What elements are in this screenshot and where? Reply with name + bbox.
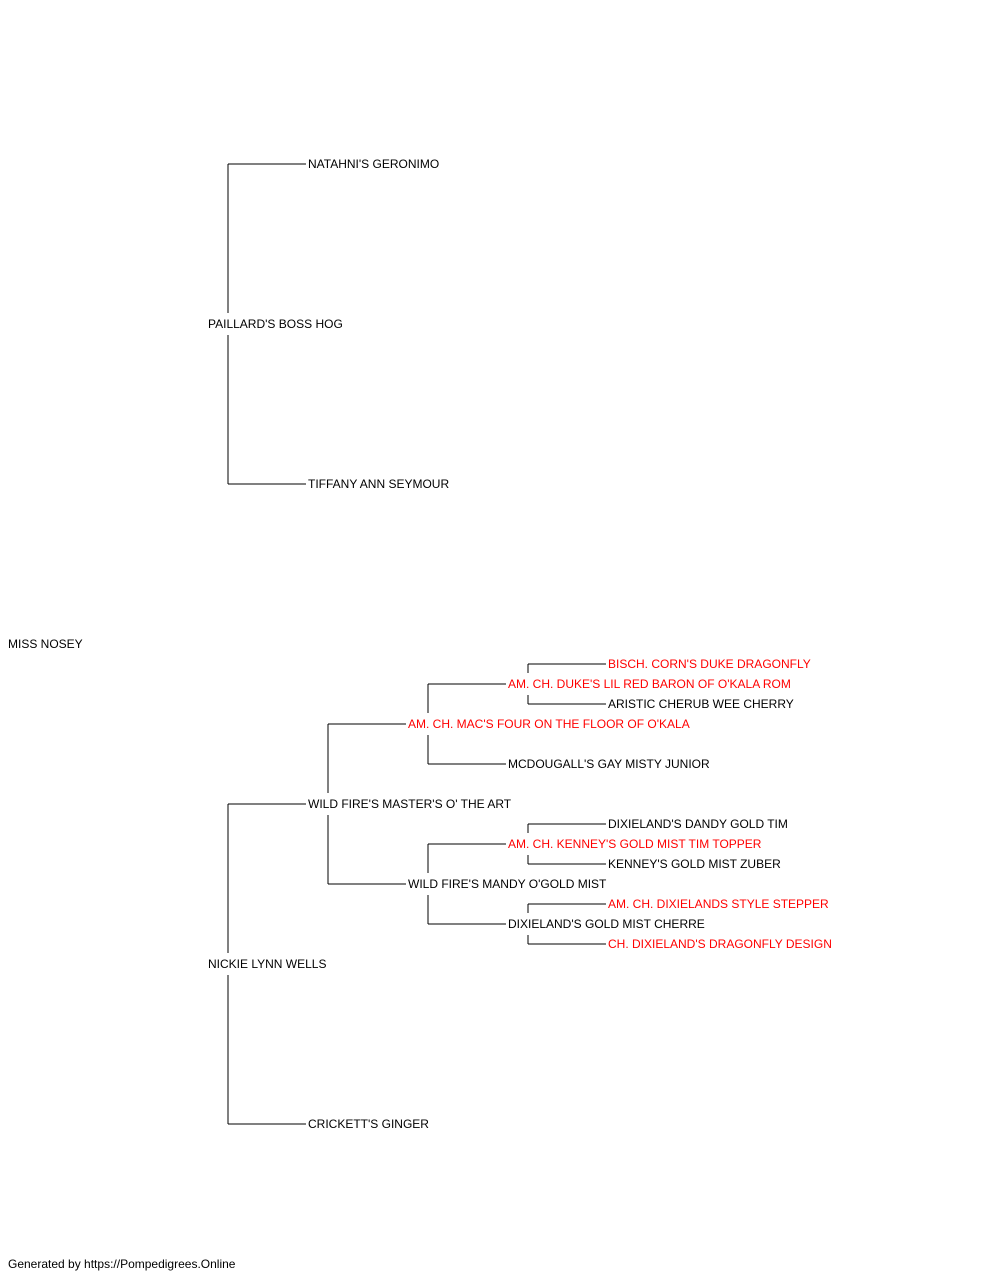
pedigree-name-dam.dam: CRICKETT'S GINGER bbox=[308, 1117, 429, 1131]
pedigree-connectors bbox=[227, 163, 606, 1125]
pedigree-name-dam.sire: WILD FIRE'S MASTER'S O' THE ART bbox=[308, 797, 512, 811]
pedigree-name-dam.sire.dam.sire.sire: DIXIELAND'S DANDY GOLD TIM bbox=[608, 817, 788, 831]
pedigree-name-sire: PAILLARD'S BOSS HOG bbox=[208, 317, 343, 331]
pedigree-name-dam.sire.dam.sire: AM. CH. KENNEY'S GOLD MIST TIM TOPPER bbox=[508, 837, 762, 851]
pedigree-name-dam.sire.sire.dam: MCDOUGALL'S GAY MISTY JUNIOR bbox=[508, 757, 710, 771]
pedigree-names: MISS NOSEY PAILLARD'S BOSS HOG NATAHNI'S G… bbox=[8, 157, 832, 1131]
pedigree-name-dam.sire.dam.dam.sire: AM. CH. DIXIELANDS STYLE STEPPER bbox=[608, 897, 829, 911]
pedigree-name-sire.sire: NATAHNI'S GERONIMO bbox=[308, 157, 439, 171]
pedigree-name-dam.sire.sire.sire.sire: BISCH. CORN'S DUKE DRAGONFLY bbox=[608, 657, 811, 671]
pedigree-name-dam.sire.sire: AM. CH. MAC'S FOUR ON THE FLOOR OF O'KAL… bbox=[408, 717, 690, 731]
pedigree-name-dam.sire.sire.sire: AM. CH. DUKE'S LIL RED BARON OF O'KALA R… bbox=[508, 677, 791, 691]
pedigree-name-dam.sire.dam.dam.dam: CH. DIXIELAND'S DRAGONFLY DESIGN bbox=[608, 937, 832, 951]
pedigree-name-dam.sire.dam.dam: DIXIELAND'S GOLD MIST CHERRE bbox=[508, 917, 705, 931]
pedigree-name-dam.sire.sire.sire.dam: ARISTIC CHERUB WEE CHERRY bbox=[608, 697, 794, 711]
pedigree-subject-name: MISS NOSEY bbox=[8, 637, 83, 651]
generated-by-footer: Generated by https://Pompedigrees.Online bbox=[8, 1257, 236, 1271]
pedigree-name-dam.sire.dam.sire.dam: KENNEY'S GOLD MIST ZUBER bbox=[608, 857, 781, 871]
pedigree-name-sire.dam: TIFFANY ANN SEYMOUR bbox=[308, 477, 449, 491]
pedigree-name-dam.sire.dam: WILD FIRE'S MANDY O'GOLD MIST bbox=[408, 877, 607, 891]
pedigree-name-dam: NICKIE LYNN WELLS bbox=[208, 957, 326, 971]
